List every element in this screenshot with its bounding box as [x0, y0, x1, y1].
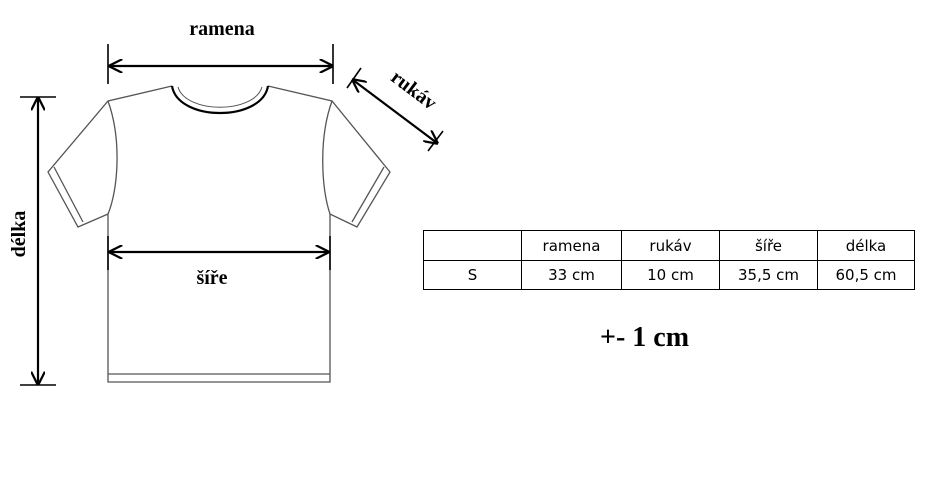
label-shoulders: ramena: [189, 18, 255, 40]
table-header-width: šíře: [719, 230, 818, 261]
table-cell-shoulders: 33 cm: [521, 260, 622, 290]
sleeve-arrow: [353, 80, 437, 143]
table-header-shoulders: ramena: [521, 230, 622, 261]
tolerance-note: +- 1 cm: [600, 322, 690, 353]
table-header-sleeve: rukáv: [621, 230, 720, 261]
table-cell-sleeve: 10 cm: [621, 260, 720, 290]
tshirt-outline: [47, 85, 391, 383]
table-cell-length: 60,5 cm: [817, 260, 915, 290]
table-header-empty: [423, 230, 522, 261]
label-length: délka: [8, 211, 30, 258]
table-cell-width: 35,5 cm: [719, 260, 818, 290]
table-header-row: ramena rukáv šíře délka: [423, 230, 915, 261]
label-width: šíře: [196, 267, 227, 289]
table-header-length: délka: [817, 230, 915, 261]
label-sleeve: rukáv: [387, 66, 441, 114]
table-row: S 33 cm 10 cm 35,5 cm 60,5 cm: [423, 260, 915, 290]
size-table: ramena rukáv šíře délka S 33 cm 10 cm 35…: [423, 230, 915, 290]
table-cell-size: S: [423, 260, 522, 290]
measurement-arrows: [20, 44, 444, 386]
